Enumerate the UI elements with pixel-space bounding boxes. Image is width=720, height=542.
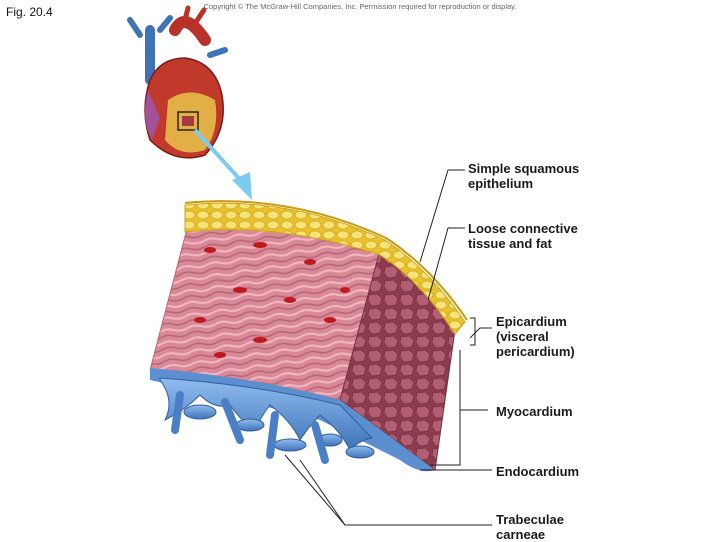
label-epicardium: Epicardium (visceral pericardium)	[496, 314, 575, 359]
heart-icon	[127, 5, 228, 159]
arrow-head-icon	[232, 172, 252, 200]
label-trabeculae-carneae: Trabeculae carneae	[496, 512, 564, 542]
cell-nuclei	[194, 242, 350, 358]
leader-lines	[284, 169, 492, 526]
label-endocardium: Endocardium	[496, 464, 580, 479]
epithelium-line	[184, 200, 468, 321]
label-loose-connective-tissue: Loose connective tissue and fat	[468, 221, 578, 251]
label-simple-squamous-epithelium: Simple squamous epithelium	[468, 161, 580, 191]
pointer-arrow	[193, 128, 247, 187]
label-myocardium: Myocardium	[496, 404, 573, 419]
figure-label: Fig. 20.4	[6, 5, 53, 19]
copyright-notice: Copyright © The McGraw-Hill Companies, I…	[203, 2, 517, 11]
fat-layer	[184, 202, 466, 335]
trabeculae-carneae	[159, 377, 375, 464]
